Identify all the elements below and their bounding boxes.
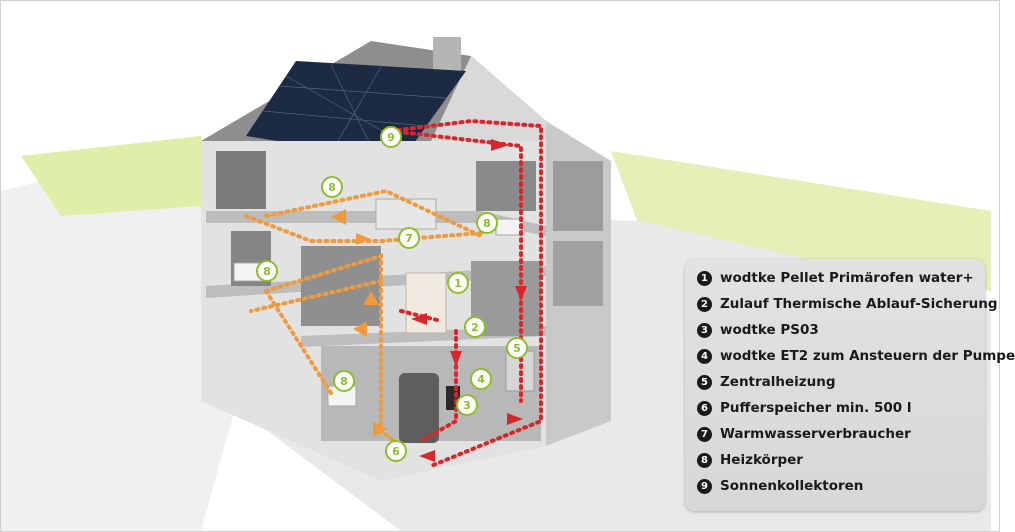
svg-text:2: 2 (471, 321, 479, 334)
roof-gable (431, 56, 546, 141)
legend-label: Sonnenkollektoren (720, 478, 864, 494)
solar-panel (246, 61, 466, 161)
lawn-left (21, 136, 201, 216)
marker-central-heating: 5 (506, 337, 528, 359)
legend-item: 2 Zulauf Thermische Ablauf-Sicherung (697, 293, 998, 315)
svg-text:8: 8 (483, 217, 491, 230)
marker-radiator-mid-left: 8 (256, 260, 278, 282)
legend-item: 9 Sonnenkollektoren (697, 475, 863, 497)
legend-number: 1 (697, 270, 712, 286)
svg-text:1: 1 (454, 277, 462, 290)
marker-solar-collector: 9 (380, 126, 402, 148)
legend-number: 2 (697, 296, 712, 312)
legend-number: 3 (697, 322, 712, 338)
marker-et2: 4 (470, 368, 492, 390)
marker-supply-line: 2 (464, 316, 486, 338)
marker-hot-water-tank: 7 (398, 227, 420, 249)
marker-buffer-tank: 6 (385, 440, 407, 462)
warm-flow-arrows (331, 209, 387, 437)
legend-label: Zulauf Thermische Ablauf-Sicherung (720, 296, 998, 312)
legend-item: 1 wodtke Pellet Primärofen water+ (697, 267, 974, 289)
legend-number: 6 (697, 400, 712, 416)
legend-item: 4 wodtke ET2 zum Ansteuern der Pumpe (697, 345, 1015, 367)
svg-text:8: 8 (340, 375, 348, 388)
svg-text:5: 5 (513, 342, 521, 355)
marker-radiator-basement: 8 (333, 370, 355, 392)
marker-radiator-top-right: 8 (476, 212, 498, 234)
legend-item: 5 Zentralheizung (697, 371, 836, 393)
svg-text:9: 9 (387, 131, 395, 144)
vent-grille-lower (553, 241, 603, 306)
svg-text:4: 4 (477, 373, 485, 386)
radiator-attic-right (495, 218, 523, 236)
svg-text:8: 8 (328, 181, 336, 194)
svg-text:8: 8 (263, 265, 271, 278)
marker-pellet-stove: 1 (447, 272, 469, 294)
hot-flow-arrows (411, 139, 527, 462)
legend-item: 3 wodtke PS03 (697, 319, 819, 341)
legend-label: Zentralheizung (720, 374, 836, 390)
floor-attic (206, 211, 546, 236)
svg-text:7: 7 (405, 232, 413, 245)
legend-number: 4 (697, 348, 712, 364)
legend-label: wodtke PS03 (720, 322, 819, 338)
legend-item: 7 Warmwasserverbraucher (697, 423, 911, 445)
legend-label: wodtke ET2 zum Ansteuern der Pumpe (720, 348, 1015, 364)
legend-number: 8 (697, 452, 712, 468)
warm-water-circuit (244, 188, 483, 448)
lawn-right (611, 151, 991, 291)
marker-radiator-top-left: 8 (321, 176, 343, 198)
vent-grille-upper (553, 161, 603, 231)
legend-number: 9 (697, 478, 712, 494)
legend-number: 7 (697, 426, 712, 442)
legend-number: 5 (697, 374, 712, 390)
legend-item: 8 Heizkörper (697, 449, 803, 471)
legend-label: Warmwasserverbraucher (720, 426, 911, 442)
legend-panel: 1 wodtke Pellet Primärofen water+ 2 Zula… (685, 259, 1015, 511)
marker-ps03: 3 (456, 394, 478, 416)
legend-label: Pufferspeicher min. 500 l (720, 400, 912, 416)
legend-label: Heizkörper (720, 452, 803, 468)
svg-text:6: 6 (392, 445, 400, 458)
svg-text:3: 3 (463, 399, 471, 412)
legend-label: wodtke Pellet Primärofen water+ (720, 270, 974, 286)
legend-item: 6 Pufferspeicher min. 500 l (697, 397, 912, 419)
hot-water-tank-body (375, 198, 437, 230)
room-attic-right (476, 161, 536, 211)
buffer-tank (399, 373, 439, 443)
room-attic-left (216, 151, 266, 209)
